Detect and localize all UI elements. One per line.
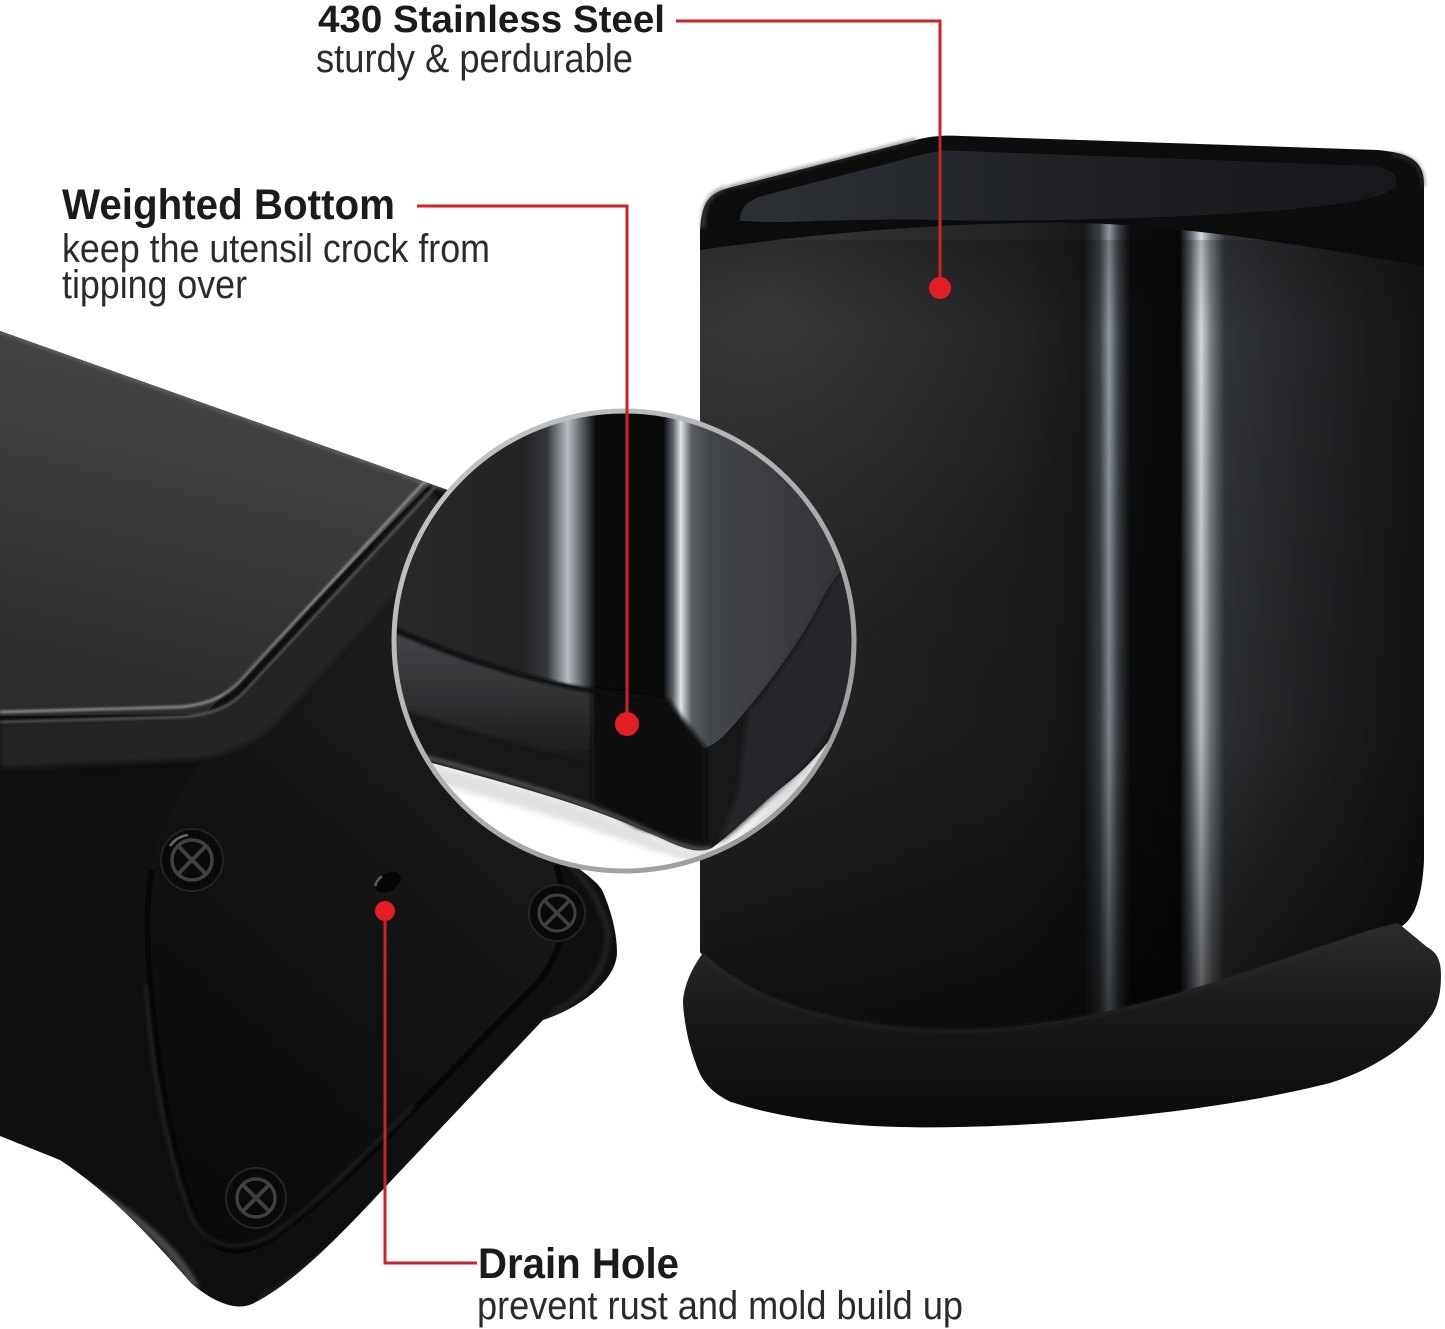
- svg-text:prevent rust and mold build up: prevent rust and mold build up: [477, 1284, 963, 1328]
- svg-text:keep the utensil crock from: keep the utensil crock from: [62, 227, 490, 271]
- svg-text:Weighted Bottom: Weighted Bottom: [62, 181, 395, 229]
- svg-text:sturdy & perdurable: sturdy & perdurable: [316, 37, 633, 81]
- svg-text:430 Stainless Steel: 430 Stainless Steel: [318, 0, 665, 41]
- svg-text:tipping over: tipping over: [62, 263, 247, 307]
- svg-text:Drain Hole: Drain Hole: [478, 1240, 679, 1288]
